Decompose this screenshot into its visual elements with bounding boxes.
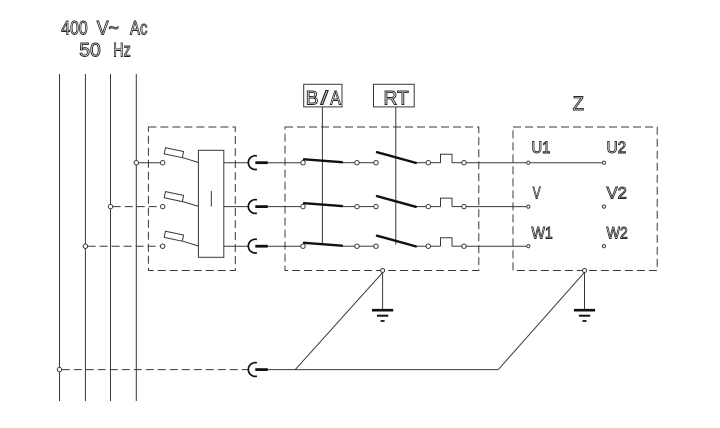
svg-text:/: / — [321, 88, 329, 109]
svg-text:V~: V~ — [97, 19, 119, 40]
svg-text:50: 50 — [79, 41, 101, 62]
svg-text:W1: W1 — [532, 223, 553, 242]
svg-text:Z: Z — [573, 94, 585, 115]
svg-text:B: B — [306, 88, 319, 109]
svg-text:RT: RT — [384, 88, 410, 109]
svg-text:W2: W2 — [607, 223, 628, 242]
svg-text:Ac: Ac — [130, 19, 147, 40]
svg-text:V2: V2 — [607, 183, 627, 202]
svg-text:400: 400 — [61, 19, 87, 40]
svg-text:U2: U2 — [607, 138, 627, 157]
svg-text:A: A — [330, 88, 341, 109]
svg-text:Hz: Hz — [113, 41, 130, 62]
svg-text:V: V — [533, 183, 541, 202]
svg-text:U1: U1 — [532, 138, 551, 157]
